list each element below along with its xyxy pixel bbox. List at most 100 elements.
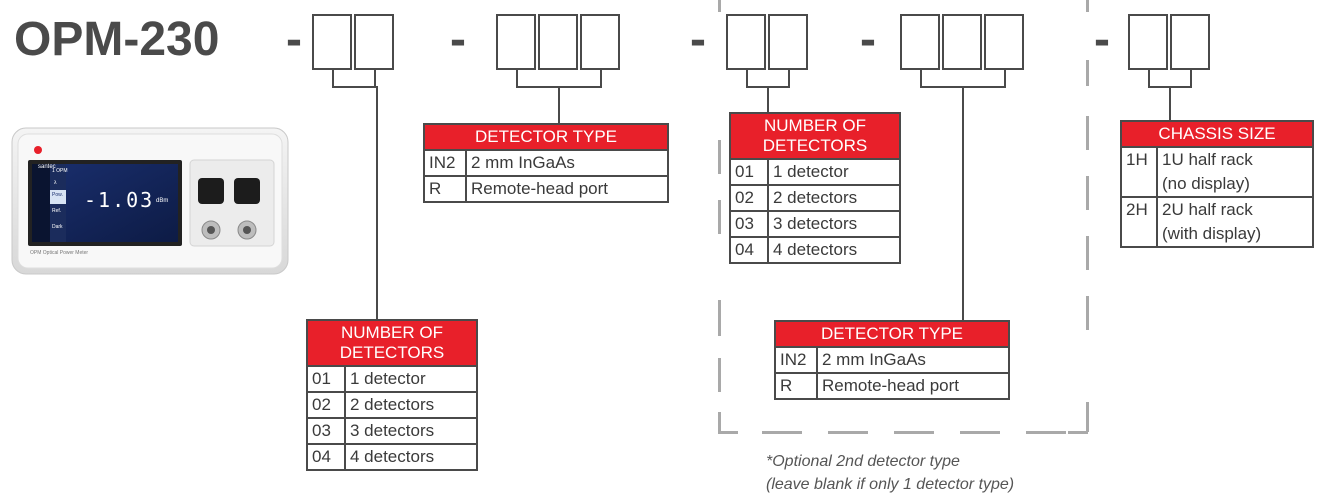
dash-segment (718, 0, 721, 12)
separator-1: - (286, 13, 302, 66)
table-row: R Remote-head port (774, 372, 1010, 400)
table-cell-code: 03 (729, 210, 769, 238)
code-box-count-2b (768, 14, 808, 70)
code-box-type-1b (538, 14, 578, 70)
footnote: *Optional 2nd detector type (leave blank… (766, 450, 1014, 496)
device-product-label: OPM Optical Power Meter (30, 250, 89, 256)
dash-segment (1086, 0, 1089, 12)
table-cell-code: 01 (729, 158, 769, 186)
table-row: 04 4 detectors (729, 236, 901, 264)
table-header-line: DETECTORS (339, 343, 445, 362)
table-row: 1H 1U half rack (no display) (1120, 146, 1314, 198)
dash-segment (718, 358, 721, 392)
code-box-type-2c (984, 14, 1024, 70)
table-row: 2H 2U half rack (with display) (1120, 196, 1314, 248)
table-header: CHASSIS SIZE (1120, 120, 1314, 148)
table-row: 01 1 detector (729, 158, 901, 186)
code-box-count-1a (312, 14, 352, 70)
connector-line (374, 70, 376, 88)
footnote-line: (leave blank if only 1 detector type) (766, 476, 1015, 493)
table-cell-desc: 2U half rack (with display) (1156, 196, 1314, 248)
device-menu-item: Dark (52, 224, 63, 230)
table-cell-desc-line: (with display) (1162, 224, 1262, 243)
device-menu-item: λ (54, 180, 57, 186)
table-row: IN2 2 mm InGaAs (423, 149, 669, 177)
connector-line (332, 70, 334, 88)
device-reading-unit: dBm (156, 198, 169, 204)
table-cell-desc: 1 detector (767, 158, 901, 186)
table-cell-desc: 3 detectors (767, 210, 901, 238)
connector-line (516, 70, 518, 88)
table-cell-desc-line: 1U half rack (1162, 150, 1253, 169)
table-row: 04 4 detectors (306, 443, 478, 471)
code-box-count-2a (726, 14, 766, 70)
dash-segment (718, 431, 738, 434)
separator-4: - (860, 13, 876, 66)
connector-line (1190, 70, 1192, 88)
model-prefix: OPM-230 (14, 13, 220, 66)
dash-segment (718, 200, 721, 234)
table-cell-desc: 1 detector (344, 365, 478, 393)
table-detector-type-2: DETECTOR TYPE IN2 2 mm InGaAs R Remote-h… (774, 320, 1010, 400)
table-cell-code: 03 (306, 417, 346, 445)
device-menu-item: Pow. (52, 192, 63, 198)
connector-line (376, 86, 378, 319)
dash-segment (718, 140, 721, 174)
dash-segment (1086, 296, 1089, 330)
table-header: NUMBER OF DETECTORS (306, 319, 478, 367)
table-row: 01 1 detector (306, 365, 478, 393)
code-box-chassis-b (1170, 14, 1210, 70)
connector-line (1004, 70, 1006, 88)
dash-segment (718, 412, 721, 434)
table-cell-desc: 4 detectors (344, 443, 478, 471)
table-cell-code: 02 (729, 184, 769, 212)
table-cell-code: 02 (306, 391, 346, 419)
table-cell-desc: 2 detectors (344, 391, 478, 419)
device-menu-item: 1 OPM (52, 168, 68, 174)
table-cell-code: 01 (306, 365, 346, 393)
device-brand: santec (38, 164, 56, 170)
device-image: santec 1 OPM λ Pow. Ref. Dark -1.03 dBm … (4, 120, 294, 280)
table-row: R Remote-head port (423, 175, 669, 203)
dash-segment (1086, 236, 1089, 270)
table-detector-type-1: DETECTOR TYPE IN2 2 mm InGaAs R Remote-h… (423, 123, 669, 203)
code-box-count-1b (354, 14, 394, 70)
dash-segment (960, 431, 1000, 434)
code-box-type-1a (496, 14, 536, 70)
code-box-type-2a (900, 14, 940, 70)
connector-line (920, 70, 922, 88)
connector-line (962, 86, 964, 320)
footnote-line: *Optional 2nd detector type (766, 453, 960, 470)
table-cell-code: 2H (1120, 196, 1158, 248)
separator-2: - (450, 13, 466, 66)
table-cell-code: 04 (729, 236, 769, 264)
dash-segment (1026, 431, 1066, 434)
table-row: 03 3 detectors (729, 210, 901, 238)
table-cell-desc: 2 mm InGaAs (816, 346, 1010, 374)
dash-segment (1086, 60, 1089, 86)
table-cell-desc: 3 detectors (344, 417, 478, 445)
table-header-line: DETECTORS (762, 136, 868, 155)
code-box-type-2b (942, 14, 982, 70)
table-cell-desc-line: 2U half rack (1162, 200, 1253, 219)
table-header: NUMBER OF DETECTORS (729, 112, 901, 160)
table-cell-desc-line: (no display) (1162, 174, 1250, 193)
dash-segment (828, 431, 868, 434)
table-row: 02 2 detectors (729, 184, 901, 212)
table-header-line: NUMBER OF (341, 323, 443, 342)
table-cell-code: IN2 (423, 149, 467, 177)
connector-line (767, 86, 769, 112)
table-row: 03 3 detectors (306, 417, 478, 445)
table-number-of-detectors-1: NUMBER OF DETECTORS 01 1 detector 02 2 d… (306, 319, 478, 471)
table-row: 02 2 detectors (306, 391, 478, 419)
connector-line (1169, 86, 1171, 120)
connector-line (600, 70, 602, 88)
dash-segment (894, 431, 934, 434)
dash-segment (1086, 176, 1089, 210)
table-cell-code: 1H (1120, 146, 1158, 198)
table-cell-code: R (774, 372, 818, 400)
table-cell-desc: 2 detectors (767, 184, 901, 212)
table-header: DETECTOR TYPE (423, 123, 669, 151)
table-cell-desc: Remote-head port (816, 372, 1010, 400)
table-chassis-size: CHASSIS SIZE 1H 1U half rack (no display… (1120, 120, 1314, 248)
